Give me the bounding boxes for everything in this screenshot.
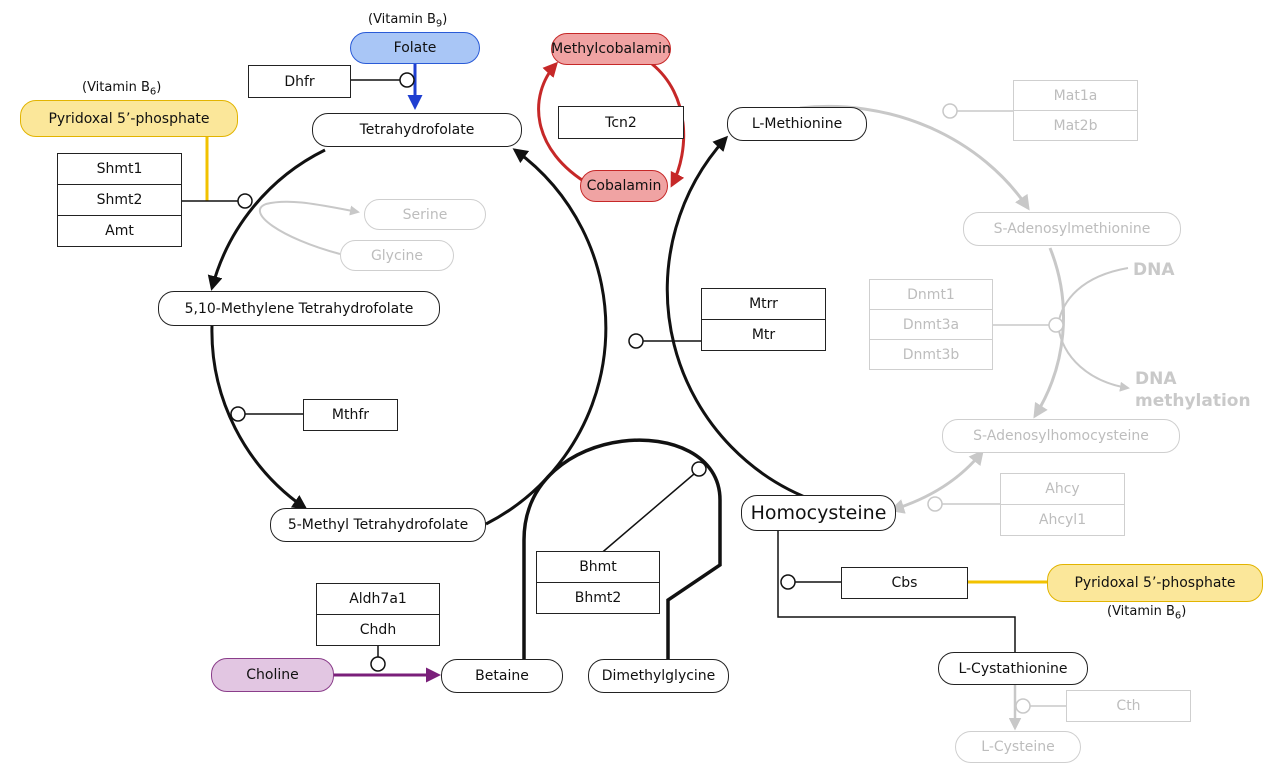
mat-junction (942, 103, 958, 119)
aldh-enzyme-group: Aldh7a1 Chdh (316, 583, 440, 646)
methionine-cycle-right (799, 104, 1030, 211)
mat1a-enzyme: Mat1a (1013, 80, 1138, 111)
vitamin-b9-label: (Vitamin B9) (368, 12, 448, 30)
betaine-dmg-loop (522, 438, 722, 660)
dnmt-junction (1048, 317, 1064, 333)
methyl-thf-node: 5-Methyl Tetrahydrofolate (270, 508, 486, 542)
sah-homocysteine-arrow (889, 449, 984, 514)
cbs-enzyme: Cbs (841, 567, 968, 599)
dnmt-enzyme-group: Dnmt1 Dnmt3a Dnmt3b (869, 279, 993, 370)
dna-methylation-label: DNA methylation (1135, 368, 1251, 412)
folate-cycle-left (207, 148, 326, 291)
aldh7a1-enzyme: Aldh7a1 (316, 583, 440, 615)
shmt2-enzyme: Shmt2 (57, 184, 182, 216)
dna-label: DNA (1133, 260, 1175, 280)
folate-node: Folate (350, 32, 480, 64)
ahcy-enzyme-group: Ahcy Ahcyl1 (1000, 473, 1125, 536)
aldh-junction (370, 656, 386, 672)
dna-branch-out (1057, 324, 1130, 392)
dnmt1-enzyme: Dnmt1 (869, 279, 993, 310)
dna-methylation-line1: DNA (1135, 369, 1177, 389)
folate-cycle-right (485, 148, 608, 526)
tcn2-enzyme: Tcn2 (558, 106, 684, 139)
homocysteine-to-cystathionine (777, 530, 1016, 652)
mtrr-enzyme: Mtrr (701, 288, 826, 320)
bhmt2-enzyme: Bhmt2 (536, 582, 660, 614)
glycine-to-serine (259, 200, 360, 255)
dna-branch-in (1057, 267, 1129, 326)
folate-cycle-left-lower (210, 324, 308, 510)
glycine-node: Glycine (340, 240, 454, 271)
l-methionine-node: L-Methionine (727, 107, 867, 141)
methionine-cycle-sam-sah (1033, 247, 1065, 419)
dna-methylation-line2: methylation (1135, 391, 1251, 411)
l-cystathionine-node: L-Cystathionine (938, 652, 1088, 685)
mtr-enzyme-group: Mtrr Mtr (701, 288, 826, 351)
cobalamin-node: Cobalamin (580, 170, 668, 202)
amt-enzyme: Amt (57, 215, 182, 247)
ahcy-enzyme: Ahcy (1000, 473, 1125, 505)
serine-node: Serine (364, 199, 486, 230)
chdh-enzyme: Chdh (316, 614, 440, 646)
ahcy-junction (927, 496, 943, 512)
shmt-junction (237, 193, 253, 209)
bhmt-connector (597, 473, 695, 557)
mthfr-junction (230, 406, 246, 422)
dnmt3a-enzyme: Dnmt3a (869, 309, 993, 340)
dhfr-junction (399, 72, 415, 88)
dimethylglycine-node: Dimethylglycine (588, 659, 729, 693)
tetrahydrofolate-node: Tetrahydrofolate (312, 113, 522, 147)
vitamin-b6-top-label: (Vitamin B6) (82, 80, 162, 98)
mat2b-enzyme: Mat2b (1013, 110, 1138, 141)
l-cysteine-node: L-Cysteine (955, 731, 1081, 763)
pyridoxal-bottom-node: Pyridoxal 5’-phosphate (1047, 564, 1263, 602)
homocysteine-node: Homocysteine (741, 495, 896, 531)
mat-enzyme-group: Mat1a Mat2b (1013, 80, 1138, 141)
s-adenosylmethionine-node: S-Adenosylmethionine (963, 212, 1181, 246)
cth-junction (1015, 698, 1031, 714)
bhmt-enzyme: Bhmt (536, 551, 660, 583)
choline-node: Choline (211, 658, 334, 692)
vitamin-b6-bottom-label: (Vitamin B6) (1107, 604, 1187, 622)
bhmt-enzyme-group: Bhmt Bhmt2 (536, 551, 660, 614)
methylcobalamin-node: Methylcobalamin (551, 33, 671, 65)
mthfr-enzyme: Mthfr (303, 399, 398, 431)
cth-enzyme: Cth (1066, 690, 1191, 722)
mtr-enzyme: Mtr (701, 319, 826, 351)
bhmt-junction (691, 461, 707, 477)
methylene-thf-node: 5,10-Methylene Tetrahydrofolate (158, 291, 440, 326)
betaine-node: Betaine (441, 659, 563, 693)
dhfr-enzyme: Dhfr (248, 65, 351, 98)
shmt1-enzyme: Shmt1 (57, 153, 182, 185)
mtr-junction (628, 333, 644, 349)
cobalamin-to-methylcobalamin (537, 61, 591, 187)
ahcyl1-enzyme: Ahcyl1 (1000, 504, 1125, 536)
shmt-enzyme-group: Shmt1 Shmt2 Amt (57, 153, 182, 247)
dnmt3b-enzyme: Dnmt3b (869, 339, 993, 370)
s-adenosylhomocysteine-node: S-Adenosylhomocysteine (942, 419, 1180, 453)
methionine-cycle-left (665, 135, 819, 504)
cbs-junction (780, 574, 796, 590)
pyridoxal-top-node: Pyridoxal 5’-phosphate (20, 100, 238, 137)
